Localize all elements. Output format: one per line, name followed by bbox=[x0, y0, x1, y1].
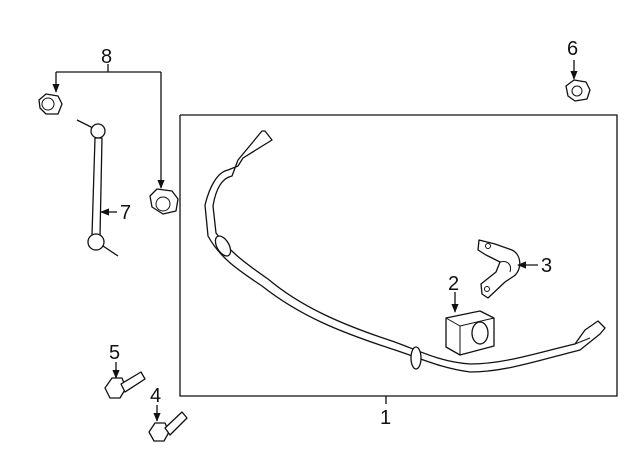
callout-6: 6 bbox=[567, 38, 578, 60]
callout-4: 4 bbox=[150, 385, 161, 407]
link-nut-upper bbox=[38, 93, 63, 115]
callout-3: 3 bbox=[541, 255, 552, 277]
bushing-bracket bbox=[477, 239, 521, 299]
stabilizer-bar bbox=[204, 130, 606, 373]
bolt-4 bbox=[148, 411, 188, 442]
bushing bbox=[445, 310, 495, 356]
bracket-nut bbox=[565, 79, 591, 102]
link-nut-lower bbox=[149, 188, 179, 215]
stabilizer-link bbox=[76, 119, 119, 257]
callout-2: 2 bbox=[448, 273, 459, 295]
assembly-frame bbox=[179, 114, 618, 397]
callout-8: 8 bbox=[101, 46, 112, 68]
leader-lines bbox=[52, 60, 578, 422]
bolt-5 bbox=[104, 371, 146, 399]
callout-7: 7 bbox=[120, 202, 131, 224]
callout-1: 1 bbox=[380, 407, 391, 429]
callout-5: 5 bbox=[109, 342, 120, 364]
